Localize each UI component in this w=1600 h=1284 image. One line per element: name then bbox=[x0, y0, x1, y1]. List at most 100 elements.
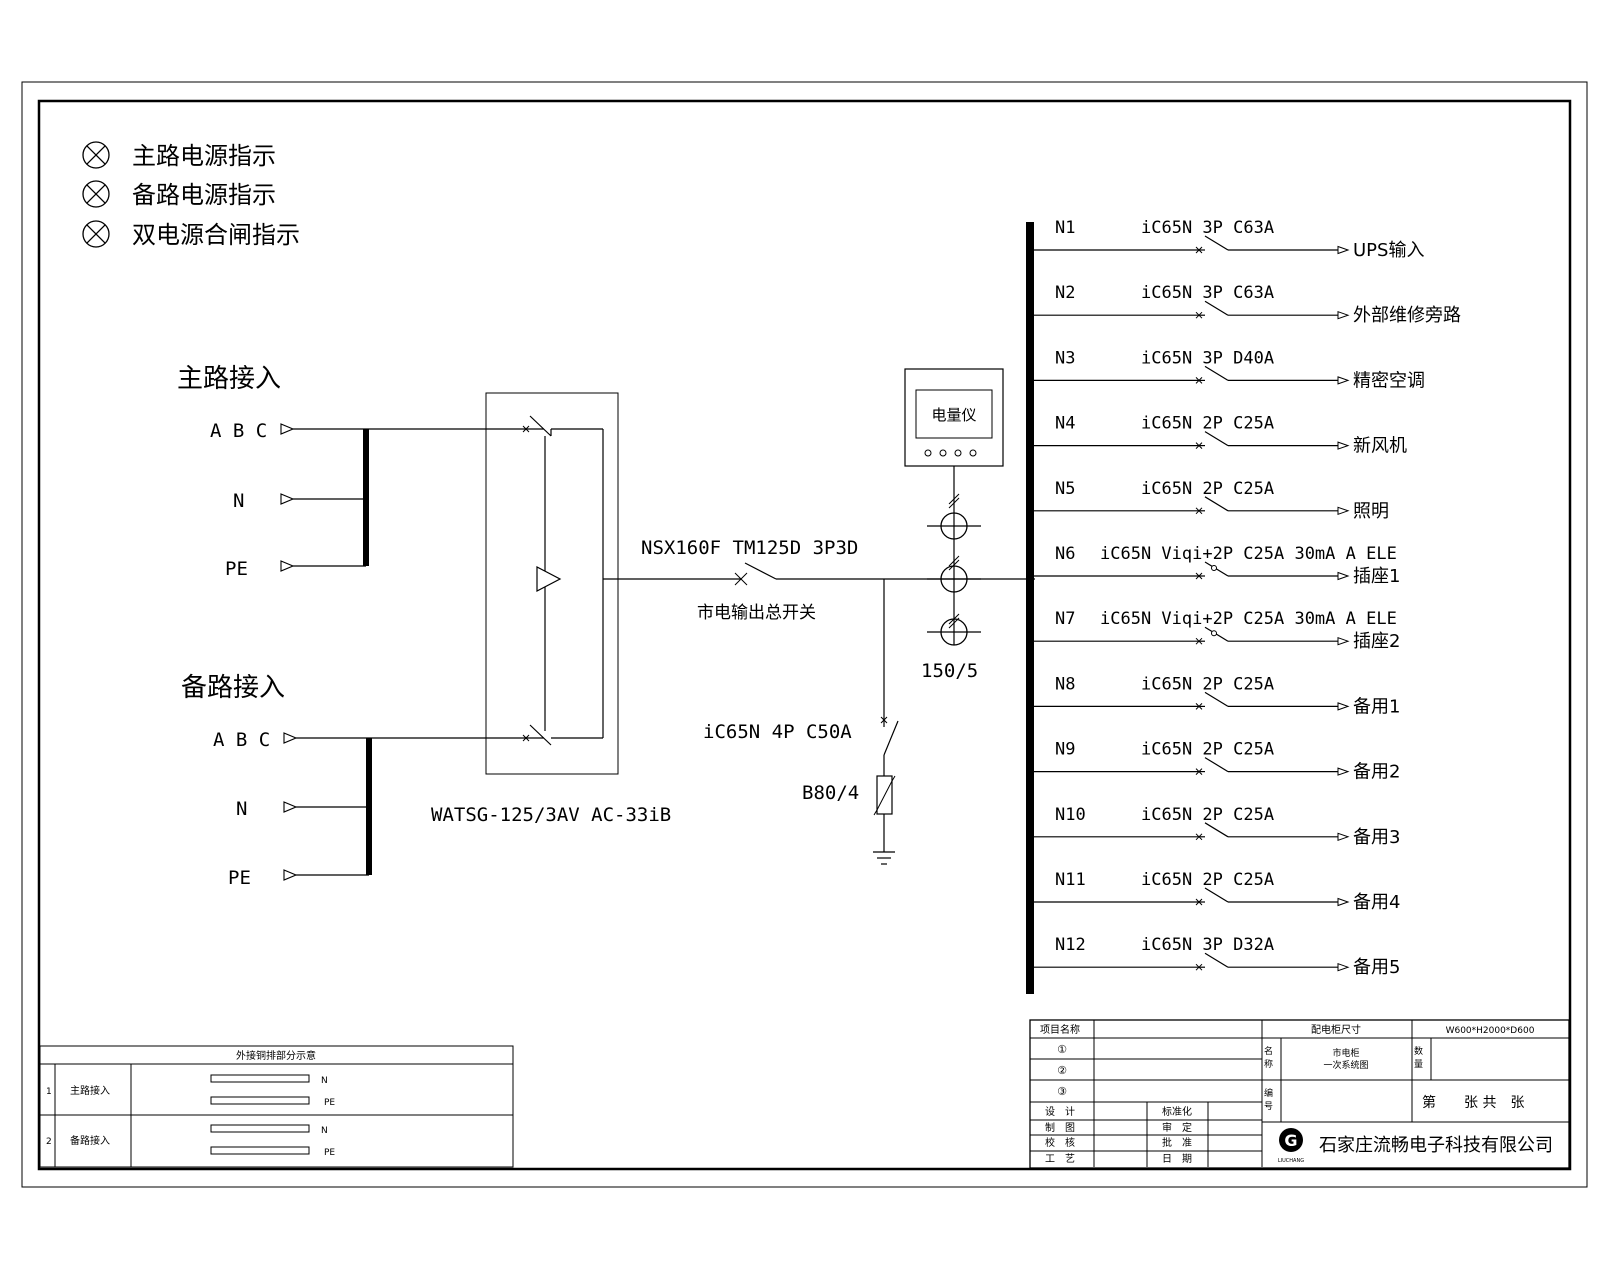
terminal-arrow-icon bbox=[283, 869, 297, 881]
output-arrow-icon bbox=[1337, 246, 1349, 254]
busbar-bar-label: N bbox=[321, 1126, 328, 1136]
busbar-row-name: 主路接入 bbox=[70, 1084, 110, 1097]
terminal-arrow-icon bbox=[283, 801, 297, 813]
circuit-breaker-model: iC65N Viqi+2P C25A 30mA A ELE bbox=[1100, 609, 1397, 629]
output-arrow-icon bbox=[1337, 832, 1349, 841]
indicator-lamp-icon bbox=[82, 220, 110, 248]
busbar-bar-label: PE bbox=[324, 1148, 335, 1158]
circuit-load-name: 插座1 bbox=[1353, 566, 1400, 587]
power-meter: 电量仪 150/5 bbox=[904, 368, 1004, 682]
busbar-table-title: 外接铜排部分示意 bbox=[236, 1049, 316, 1062]
circuit-breaker-model: iC65N 2P C25A bbox=[1141, 740, 1274, 760]
ats-mechanism-icon bbox=[536, 566, 562, 592]
indicator-lamp-icon bbox=[82, 180, 110, 208]
ats-switch: WATSG-125/3AV AC-33iB bbox=[431, 392, 671, 826]
main-switch-caption: 市电输出总开关 bbox=[697, 603, 816, 623]
output-arrow-icon bbox=[1337, 376, 1349, 385]
project-name-label: 项目名称 bbox=[1040, 1023, 1080, 1036]
circuit-breaker-model: iC65N Viqi+2P C25A 30mA A ELE bbox=[1100, 544, 1397, 564]
circuit-id: N1 bbox=[1055, 218, 1075, 238]
busbar-row-name: 备路接入 bbox=[70, 1134, 110, 1147]
indicator-lamp-icon bbox=[82, 141, 110, 169]
circuit-breaker-model: iC65N 2P C25A bbox=[1141, 805, 1274, 825]
output-arrow-icon bbox=[1337, 506, 1349, 515]
busbar-table: 外接铜排部分示意 1 主路接入 N PE 2 备路接入 N PE bbox=[39, 1045, 514, 1168]
output-arrow-icon bbox=[1337, 767, 1349, 776]
name-label: 名 bbox=[1264, 1045, 1273, 1057]
main-feed: NSX160F TM125D 3P3D 市电输出总开关 bbox=[603, 537, 1035, 623]
circuit-breaker-model: iC65N 2P C25A bbox=[1141, 479, 1274, 499]
role-label: 工 艺 bbox=[1045, 1153, 1075, 1165]
circuit-id: N11 bbox=[1055, 870, 1086, 890]
svg-text:G: G bbox=[1284, 1131, 1297, 1150]
ats-enclosure bbox=[485, 392, 619, 775]
busbar-bar-label: PE bbox=[324, 1098, 335, 1108]
sheet-counter: 第 张 共 张 bbox=[1422, 1094, 1524, 1111]
breaker-contact-icon bbox=[1204, 887, 1229, 903]
circuit-id: N5 bbox=[1055, 479, 1075, 499]
backup-input-pe-label: PE bbox=[228, 867, 251, 889]
circuit-breaker-model: iC65N 3P C63A bbox=[1141, 218, 1274, 238]
circuit-breaker-model: iC65N 2P C25A bbox=[1141, 870, 1274, 890]
busbar-bar-label: N bbox=[321, 1076, 328, 1086]
surge-branch: iC65N 4P C50A B80/4 bbox=[703, 579, 899, 865]
output-arrow-icon bbox=[1337, 311, 1349, 320]
circuit-row: N11 iC65N 2P C25A 备用4 bbox=[1034, 870, 1400, 913]
main-switch-model: NSX160F TM125D 3P3D bbox=[641, 537, 858, 559]
busbar-row-no: 2 bbox=[46, 1137, 52, 1147]
busbar-row-no: 1 bbox=[46, 1087, 52, 1097]
role-label: 审 定 bbox=[1162, 1121, 1192, 1134]
main-input-section: 主路接入 A B C N PE bbox=[177, 364, 530, 580]
output-arrow-icon bbox=[1337, 441, 1349, 450]
drawing-name-line2: 一次系统图 bbox=[1323, 1059, 1368, 1071]
circuit-id: N12 bbox=[1055, 935, 1086, 955]
output-arrow-icon bbox=[1337, 702, 1349, 711]
circuit-load-name: 精密空调 bbox=[1353, 370, 1425, 391]
company-logo-icon: G LIUCHANG bbox=[1278, 1128, 1304, 1164]
revision-num: ③ bbox=[1057, 1085, 1067, 1098]
qty-label: 数 bbox=[1414, 1045, 1423, 1057]
breaker-contact-icon bbox=[1204, 757, 1229, 773]
circuit-id: N6 bbox=[1055, 544, 1075, 564]
circuit-id: N10 bbox=[1055, 805, 1086, 825]
cabinet-size-value: W600*H2000*D600 bbox=[1446, 1026, 1535, 1036]
circuit-id: N2 bbox=[1055, 283, 1075, 303]
backup-input-section: 备路接入 A B C N PE bbox=[181, 673, 530, 889]
legend-main-power: 主路电源指示 bbox=[132, 142, 276, 170]
role-label: 校 核 bbox=[1045, 1136, 1075, 1149]
breaker-contact-icon bbox=[1204, 235, 1229, 251]
circuit-id: N8 bbox=[1055, 674, 1075, 694]
circuit-load-name: 外部维修旁路 bbox=[1353, 305, 1461, 326]
circuit-breaker-model: iC65N 3P D32A bbox=[1141, 935, 1274, 955]
breaker-contact-icon bbox=[1204, 691, 1229, 707]
legend-backup-power: 备路电源指示 bbox=[132, 181, 276, 209]
terminal-arrow-icon bbox=[280, 560, 294, 572]
meter-label: 电量仪 bbox=[931, 406, 976, 424]
company-name: 石家庄流畅电子科技有限公司 bbox=[1319, 1135, 1553, 1156]
ats-model: WATSG-125/3AV AC-33iB bbox=[431, 804, 671, 826]
main-input-abc-label: A B C bbox=[210, 420, 267, 442]
breaker-contact-icon bbox=[1204, 365, 1229, 381]
circuit-load-name: 照明 bbox=[1353, 501, 1389, 522]
title-block: 项目名称 配电柜尺寸 W600*H2000*D600 ① ② ③ 名 称 市电柜… bbox=[1029, 1019, 1570, 1169]
circuit-id: N4 bbox=[1055, 414, 1075, 434]
main-input-pe-label: PE bbox=[225, 558, 248, 580]
cabinet-size-label: 配电柜尺寸 bbox=[1311, 1023, 1361, 1036]
breaker-contact-icon bbox=[1204, 496, 1229, 512]
code-label: 编 bbox=[1264, 1087, 1273, 1099]
circuit-load-name: 备用4 bbox=[1353, 892, 1400, 913]
circuit-breaker-model: iC65N 3P C63A bbox=[1141, 283, 1274, 303]
circuit-load-name: 插座2 bbox=[1353, 631, 1400, 652]
output-arrow-icon bbox=[1337, 898, 1349, 906]
breaker-contact-icon bbox=[1204, 431, 1229, 447]
drawing-frame bbox=[37, 99, 1572, 1171]
breaker-contact-icon bbox=[1204, 300, 1229, 316]
